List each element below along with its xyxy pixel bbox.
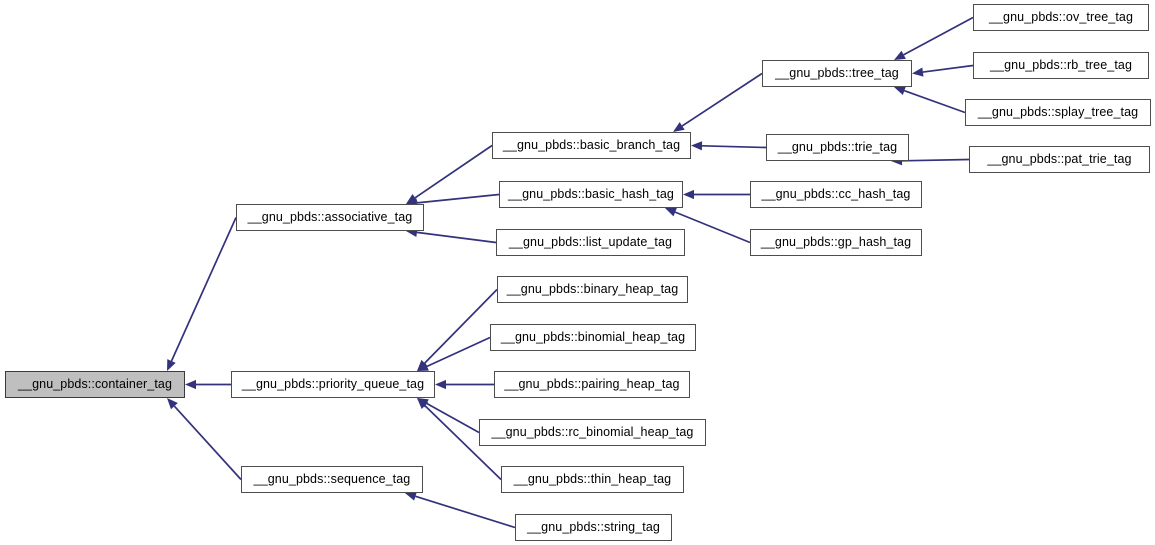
node-label-ov_tree_tag: __gnu_pbds::ov_tree_tag [988, 10, 1134, 25]
node-label-list_update_tag: __gnu_pbds::list_update_tag [508, 235, 673, 250]
node-label-pat_trie_tag: __gnu_pbds::pat_trie_tag [987, 152, 1132, 167]
edge-line [416, 193, 500, 204]
edge-line [416, 231, 497, 244]
edge-tree_tag-to-basic_branch_tag [673, 72, 763, 132]
edge-arrowhead [417, 362, 429, 371]
edge-gp_hash_tag-to-basic_hash_tag [665, 207, 751, 244]
edge-arrowhead [167, 359, 176, 371]
node-label-thin_heap_tag: __gnu_pbds::thin_heap_tag [513, 472, 672, 487]
edge-line [701, 144, 767, 149]
node-label-basic_branch_tag: __gnu_pbds::basic_branch_tag [502, 138, 681, 153]
node-label-trie_tag: __gnu_pbds::trie_tag [777, 140, 898, 155]
edge-arrowhead [894, 50, 906, 60]
edge-line [170, 217, 237, 362]
edge-trie_tag-to-basic_branch_tag [691, 141, 767, 151]
edge-arrowhead [405, 491, 417, 501]
node-label-priority_queue_tag: __gnu_pbds::priority_queue_tag [241, 377, 425, 392]
node-label-associative_tag: __gnu_pbds::associative_tag [247, 210, 413, 225]
edge-line [903, 16, 974, 56]
node-rb_tree_tag[interactable]: __gnu_pbds::rb_tree_tag [973, 52, 1149, 79]
node-label-binomial_heap_tag: __gnu_pbds::binomial_heap_tag [500, 330, 686, 345]
node-rc_binomial_heap_tag[interactable]: __gnu_pbds::rc_binomial_heap_tag [479, 419, 706, 446]
edge-string_tag-to-sequence_tag [405, 491, 516, 529]
node-pat_trie_tag[interactable]: __gnu_pbds::pat_trie_tag [969, 146, 1150, 173]
node-binomial_heap_tag[interactable]: __gnu_pbds::binomial_heap_tag [490, 324, 696, 351]
node-label-binary_heap_tag: __gnu_pbds::binary_heap_tag [506, 282, 679, 297]
edge-arrowhead [691, 141, 703, 151]
node-ov_tree_tag[interactable]: __gnu_pbds::ov_tree_tag [973, 4, 1149, 31]
node-splay_tree_tag[interactable]: __gnu_pbds::splay_tree_tag [965, 99, 1151, 126]
edge-line [674, 211, 751, 244]
node-label-rb_tree_tag: __gnu_pbds::rb_tree_tag [990, 58, 1132, 73]
node-label-basic_hash_tag: __gnu_pbds::basic_hash_tag [508, 187, 674, 202]
edge-line [424, 405, 502, 481]
node-label-tree_tag: __gnu_pbds::tree_tag [775, 66, 899, 81]
edge-line [426, 402, 480, 434]
node-binary_heap_tag[interactable]: __gnu_pbds::binary_heap_tag [497, 276, 688, 303]
edge-arrowhead [167, 398, 178, 410]
edge-arrowhead [683, 189, 694, 200]
edge-associative_tag-to-container_tag [167, 217, 237, 371]
edge-line [415, 495, 516, 529]
node-label-container_tag: __gnu_pbds::container_tag [17, 377, 172, 392]
node-label-gp_hash_tag: __gnu_pbds::gp_hash_tag [760, 235, 912, 250]
edge-cc_hash_tag-to-basic_hash_tag [683, 189, 750, 200]
node-gp_hash_tag[interactable]: __gnu_pbds::gp_hash_tag [750, 229, 922, 256]
edge-arrowhead [894, 86, 906, 96]
edge-priority_queue_tag-to-container_tag [185, 379, 231, 390]
edge-line [426, 336, 491, 368]
edge-pairing_heap_tag-to-priority_queue_tag [435, 379, 494, 390]
node-trie_tag[interactable]: __gnu_pbds::trie_tag [766, 134, 909, 161]
node-label-rc_binomial_heap_tag: __gnu_pbds::rc_binomial_heap_tag [491, 425, 694, 440]
node-list_update_tag[interactable]: __gnu_pbds::list_update_tag [496, 229, 685, 256]
edge-arrowhead [417, 398, 429, 409]
edge-rb_tree_tag-to-tree_tag [912, 64, 974, 77]
edge-binomial_heap_tag-to-priority_queue_tag [417, 336, 491, 371]
node-priority_queue_tag[interactable]: __gnu_pbds::priority_queue_tag [231, 371, 435, 398]
node-string_tag[interactable]: __gnu_pbds::string_tag [515, 514, 672, 541]
edge-line [414, 144, 493, 199]
edge-splay_tree_tag-to-tree_tag [894, 86, 966, 114]
node-basic_branch_tag[interactable]: __gnu_pbds::basic_branch_tag [492, 132, 691, 159]
edge-arrowhead [665, 207, 677, 217]
node-thin_heap_tag[interactable]: __gnu_pbds::thin_heap_tag [501, 466, 684, 493]
edge-line [901, 158, 970, 162]
edge-arrowhead [912, 67, 924, 77]
node-label-splay_tree_tag: __gnu_pbds::splay_tree_tag [977, 105, 1139, 120]
node-label-sequence_tag: __gnu_pbds::sequence_tag [253, 472, 411, 487]
edge-line [922, 64, 974, 73]
edge-sequence_tag-to-container_tag [167, 398, 242, 481]
edge-thin_heap_tag-to-priority_queue_tag [417, 398, 502, 481]
node-label-string_tag: __gnu_pbds::string_tag [527, 520, 660, 535]
node-basic_hash_tag[interactable]: __gnu_pbds::basic_hash_tag [499, 181, 683, 208]
node-sequence_tag[interactable]: __gnu_pbds::sequence_tag [241, 466, 423, 493]
node-associative_tag[interactable]: __gnu_pbds::associative_tag [236, 204, 424, 231]
edge-arrowhead [435, 379, 446, 390]
edge-arrowhead [185, 379, 196, 390]
node-container_tag[interactable]: __gnu_pbds::container_tag [5, 371, 185, 398]
edge-line [424, 288, 498, 364]
node-tree_tag[interactable]: __gnu_pbds::tree_tag [762, 60, 912, 87]
edge-line [173, 405, 242, 481]
node-pairing_heap_tag[interactable]: __gnu_pbds::pairing_heap_tag [494, 371, 690, 398]
node-cc_hash_tag[interactable]: __gnu_pbds::cc_hash_tag [750, 181, 922, 208]
edge-ov_tree_tag-to-tree_tag [894, 16, 974, 60]
edge-line [904, 89, 966, 114]
node-label-cc_hash_tag: __gnu_pbds::cc_hash_tag [761, 187, 911, 202]
edge-line [681, 72, 763, 127]
edge-arrowhead [673, 122, 685, 132]
node-label-pairing_heap_tag: __gnu_pbds::pairing_heap_tag [504, 377, 680, 392]
